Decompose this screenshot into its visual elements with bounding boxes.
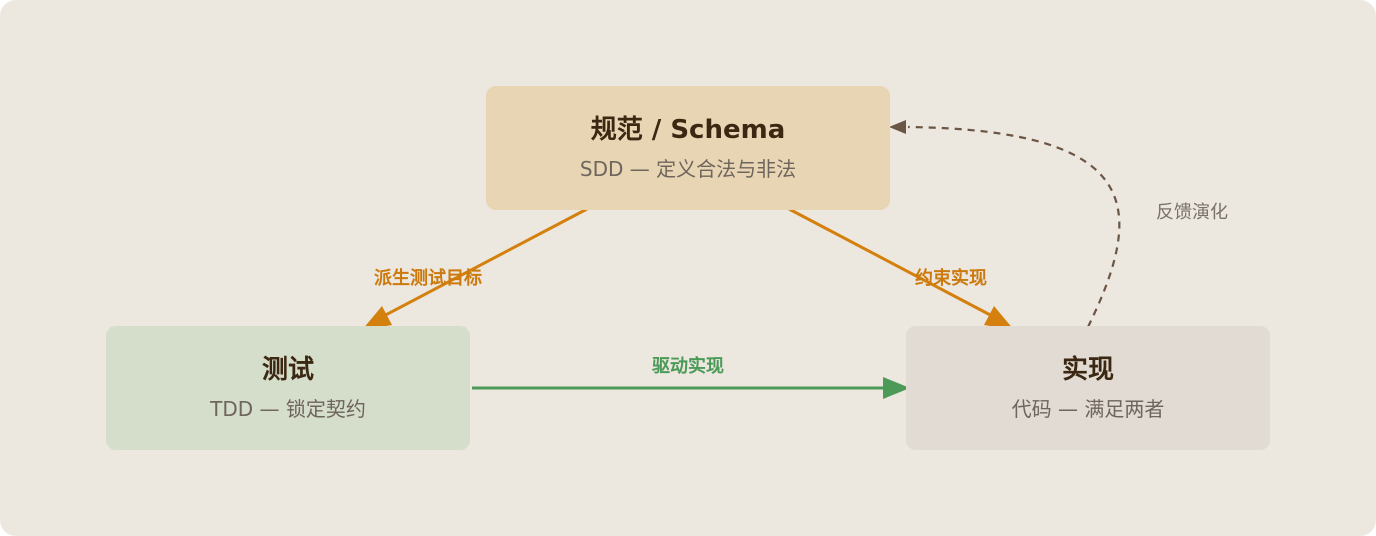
node-test: 测试 TDD — 锁定契约 [106, 326, 470, 450]
edge-derive-line [379, 207, 588, 320]
edge-drive-label: 驱动实现 [652, 356, 724, 377]
node-spec: 规范 / Schema SDD — 定义合法与非法 [486, 86, 890, 210]
edge-feedback-line [907, 125, 1121, 328]
node-spec-subtitle: SDD — 定义合法与非法 [579, 156, 797, 181]
node-impl-title: 实现 [1061, 355, 1114, 386]
edge-feedback-label: 反馈演化 [1156, 202, 1228, 223]
node-test-title: 测试 [261, 355, 314, 386]
edge-constrain-arrowhead [984, 306, 1014, 330]
edge-drive-arrowhead [883, 377, 910, 399]
edge-constrain-label: 约束实现 [915, 268, 987, 289]
edge-feedback-arrowhead [889, 120, 906, 134]
node-test-subtitle: TDD — 锁定契约 [210, 396, 366, 421]
node-spec-title: 规范 / Schema [590, 115, 786, 146]
edge-constrain-line [788, 207, 997, 320]
edge-derive-label: 派生测试目标 [374, 268, 482, 289]
node-impl-subtitle: 代码 — 满足两者 [1011, 396, 1165, 421]
edge-derive-arrowhead [362, 306, 392, 330]
node-impl: 实现 代码 — 满足两者 [906, 326, 1270, 450]
